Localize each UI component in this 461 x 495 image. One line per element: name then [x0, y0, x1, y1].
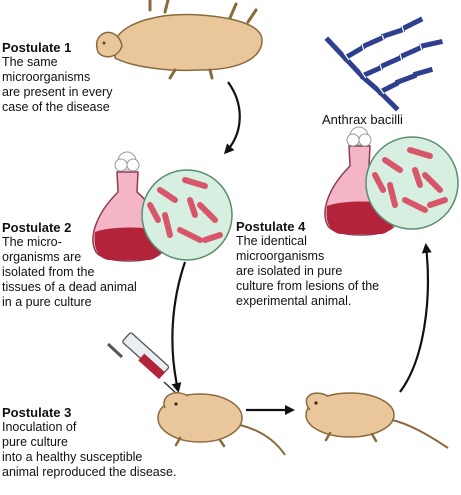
- postulate-3-text: Inoculation of pure culture into a healt…: [2, 420, 177, 479]
- postulate-2: Postulate 2 The micro- organisms are iso…: [2, 220, 152, 310]
- postulate-1-title: Postulate 1: [2, 40, 72, 55]
- bacteria-culture-icon-left: [141, 169, 233, 261]
- bacilli-segment-gaps: [343, 25, 423, 95]
- anthrax-bacilli-label: Anthrax bacilli: [322, 112, 403, 127]
- postulate-1: Postulate 1 The same microorganisms are …: [2, 40, 162, 115]
- postulate-4: Postulate 4 The identical microorganisms…: [236, 219, 456, 309]
- rat-icon-experimental: [305, 392, 449, 449]
- postulate-4-title: Postulate 4: [236, 219, 306, 234]
- rat-icon-inoculated: [157, 392, 286, 456]
- postulate-1-text: The same microorganisms are present in e…: [2, 55, 113, 114]
- dead-sheep-icon: [95, 0, 263, 80]
- postulate-3-title: Postulate 3: [2, 405, 72, 420]
- postulate-3: Postulate 3 Inoculation of pure culture …: [2, 405, 232, 480]
- postulate-2-text: The micro- organisms are isolated from t…: [2, 235, 137, 309]
- arrow-4: [399, 243, 432, 393]
- postulate-4-text: The identical microorganisms are isolate…: [236, 234, 380, 308]
- syringe-icon: [106, 332, 179, 396]
- arrow-2: [171, 261, 187, 393]
- arrow-1: [223, 81, 241, 155]
- anthrax-bacilli-icon: [324, 16, 443, 112]
- postulate-2-title: Postulate 2: [2, 220, 72, 235]
- bacteria-culture-icon-right: [365, 136, 459, 230]
